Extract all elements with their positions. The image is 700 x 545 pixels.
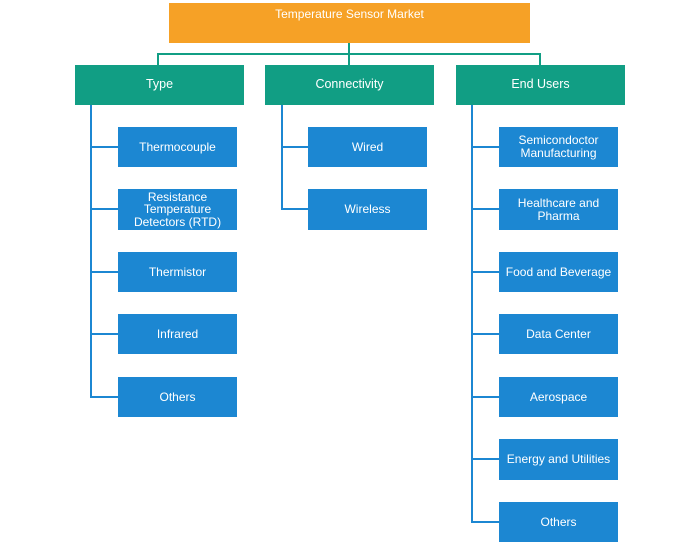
connectivity-item-label: Wired: [351, 139, 384, 154]
category-end-users-label: End Users: [511, 77, 570, 92]
type-tick-4: [90, 333, 118, 335]
type-tick-2: [90, 208, 118, 210]
end-users-item-label: Others: [540, 514, 577, 529]
root-connector-vertical: [348, 42, 350, 54]
type-item-label: Resistance Temperature Detectors (RTD): [133, 189, 222, 229]
connector-to-type: [157, 53, 159, 65]
end-users-item-aerospace: Aerospace: [499, 377, 618, 417]
end-users-item-others: Others: [499, 502, 618, 542]
type-tick-5: [90, 396, 118, 398]
end-users-item-semiconductor: Semicondoctor Manufacturing: [499, 127, 618, 167]
end-users-tick-7: [471, 521, 499, 523]
type-item-infrared: Infrared: [118, 314, 237, 354]
type-item-others: Others: [118, 377, 237, 417]
end-users-tick-1: [471, 146, 499, 148]
root-title: Temperature Sensor Market: [275, 7, 424, 21]
end-users-tick-4: [471, 333, 499, 335]
category-connectivity: Connectivity: [265, 65, 434, 105]
end-users-branch-spine: [471, 105, 473, 522]
connectivity-tick-1: [281, 146, 308, 148]
connectivity-item-label: Wireless: [344, 202, 391, 217]
type-item-label: Thermocouple: [139, 139, 216, 154]
connector-to-end-users: [539, 53, 541, 65]
category-end-users: End Users: [456, 65, 625, 105]
connectivity-item-wired: Wired: [308, 127, 427, 167]
type-item-label: Others: [159, 389, 196, 404]
end-users-item-healthcare: Healthcare and Pharma: [499, 189, 618, 230]
end-users-item-label: Aerospace: [529, 389, 588, 404]
type-item-rtd: Resistance Temperature Detectors (RTD): [118, 189, 237, 230]
type-tick-1: [90, 146, 118, 148]
end-users-item-label: Healthcare and Pharma: [517, 195, 600, 223]
category-type-label: Type: [145, 77, 174, 92]
end-users-item-label: Semicondoctor Manufacturing: [518, 133, 599, 160]
end-users-tick-3: [471, 271, 499, 273]
root-node: Temperature Sensor Market: [169, 3, 530, 43]
connector-to-connectivity: [348, 53, 350, 65]
connectivity-tick-2: [281, 208, 308, 210]
type-item-label: Infrared: [156, 326, 199, 341]
type-item-thermistor: Thermistor: [118, 252, 237, 292]
type-branch-spine: [90, 105, 92, 397]
end-users-item-label: Data Center: [526, 326, 591, 341]
end-users-tick-2: [471, 208, 499, 210]
connectivity-branch-spine: [281, 105, 283, 210]
connectivity-item-wireless: Wireless: [308, 189, 427, 230]
type-item-thermocouple: Thermocouple: [118, 127, 237, 167]
category-type: Type: [75, 65, 244, 105]
end-users-item-label: Energy and Utilities: [506, 452, 611, 467]
end-users-item-energy-utilities: Energy and Utilities: [499, 439, 618, 480]
end-users-item-label: Food and Beverage: [505, 264, 612, 279]
end-users-item-data-center: Data Center: [499, 314, 618, 354]
type-tick-3: [90, 271, 118, 273]
end-users-tick-5: [471, 396, 499, 398]
type-item-label: Thermistor: [148, 264, 207, 279]
end-users-tick-6: [471, 458, 499, 460]
category-connectivity-label: Connectivity: [315, 77, 384, 92]
end-users-item-food-beverage: Food and Beverage: [499, 252, 618, 292]
